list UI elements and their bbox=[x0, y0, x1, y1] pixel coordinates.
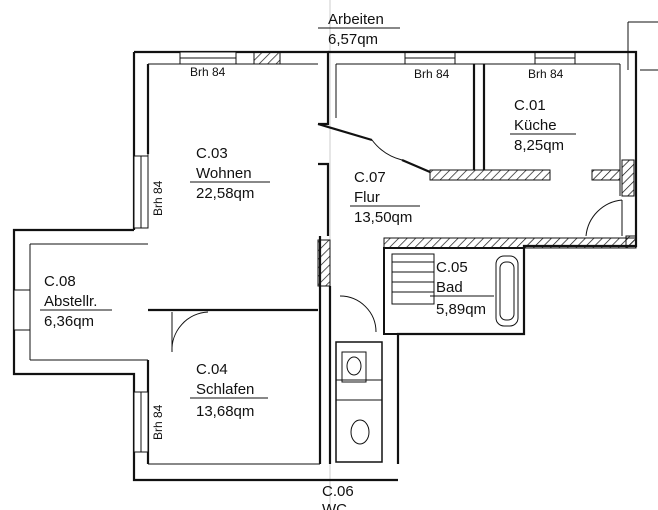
brh-label-schlafen-side: Brh 84 bbox=[151, 404, 165, 440]
room-name: Küche bbox=[514, 117, 557, 134]
brh-label-wohnen-top: Brh 84 bbox=[190, 65, 226, 79]
brh-label-wohnen-side: Brh 84 bbox=[151, 180, 165, 216]
top-windows bbox=[179, 51, 576, 65]
label-bad: C.05 Bad 5,89qm bbox=[430, 259, 494, 318]
label-flur: C.07 Flur 13,50qm bbox=[350, 169, 420, 226]
room-area: 8,25qm bbox=[514, 137, 564, 154]
stair-hint bbox=[627, 21, 658, 71]
room-wc bbox=[335, 295, 383, 463]
door-kueche-right bbox=[585, 199, 623, 237]
room-area: 22,58qm bbox=[196, 185, 254, 202]
label-abstellr: C.08 Abstellr. 6,36qm bbox=[40, 273, 112, 330]
room-bad bbox=[383, 247, 525, 335]
room-area: 6,57qm bbox=[328, 31, 378, 48]
room-abstellr bbox=[12, 228, 148, 390]
room-id: C.01 bbox=[514, 97, 546, 114]
side-windows bbox=[133, 155, 149, 453]
room-id: C.06 bbox=[322, 483, 354, 500]
room-name: WC bbox=[322, 501, 347, 510]
room-area: 5,89qm bbox=[436, 301, 486, 318]
room-id: C.03 bbox=[196, 145, 228, 162]
room-area: 13,50qm bbox=[354, 209, 412, 226]
room-flur-kueche-walls bbox=[317, 50, 638, 464]
brh-label-flur-top: Brh 84 bbox=[414, 67, 450, 81]
label-arbeiten: Arbeiten 6,57qm bbox=[318, 11, 400, 48]
label-wc: C.06 WC bbox=[322, 483, 354, 510]
room-id: C.08 bbox=[44, 273, 76, 290]
label-wohnen: C.03 Wohnen 22,58qm bbox=[190, 145, 270, 202]
label-schlafen: C.04 Schlafen 13,68qm bbox=[190, 361, 268, 420]
room-id: C.04 bbox=[196, 361, 228, 378]
brh-label-kueche-top: Brh 84 bbox=[528, 67, 564, 81]
room-name: Flur bbox=[354, 189, 380, 206]
room-name: Bad bbox=[436, 279, 463, 296]
room-id: C.07 bbox=[354, 169, 386, 186]
room-name: Schlafen bbox=[196, 381, 254, 398]
room-area: 13,68qm bbox=[196, 403, 254, 420]
room-name: Abstellr. bbox=[44, 293, 97, 310]
room-name: Wohnen bbox=[196, 165, 252, 182]
room-name: Arbeiten bbox=[328, 11, 384, 28]
room-area: 6,36qm bbox=[44, 313, 94, 330]
label-kueche: C.01 Küche 8,25qm bbox=[510, 97, 576, 154]
room-id: C.05 bbox=[436, 259, 468, 276]
door-flur-top bbox=[317, 122, 431, 174]
